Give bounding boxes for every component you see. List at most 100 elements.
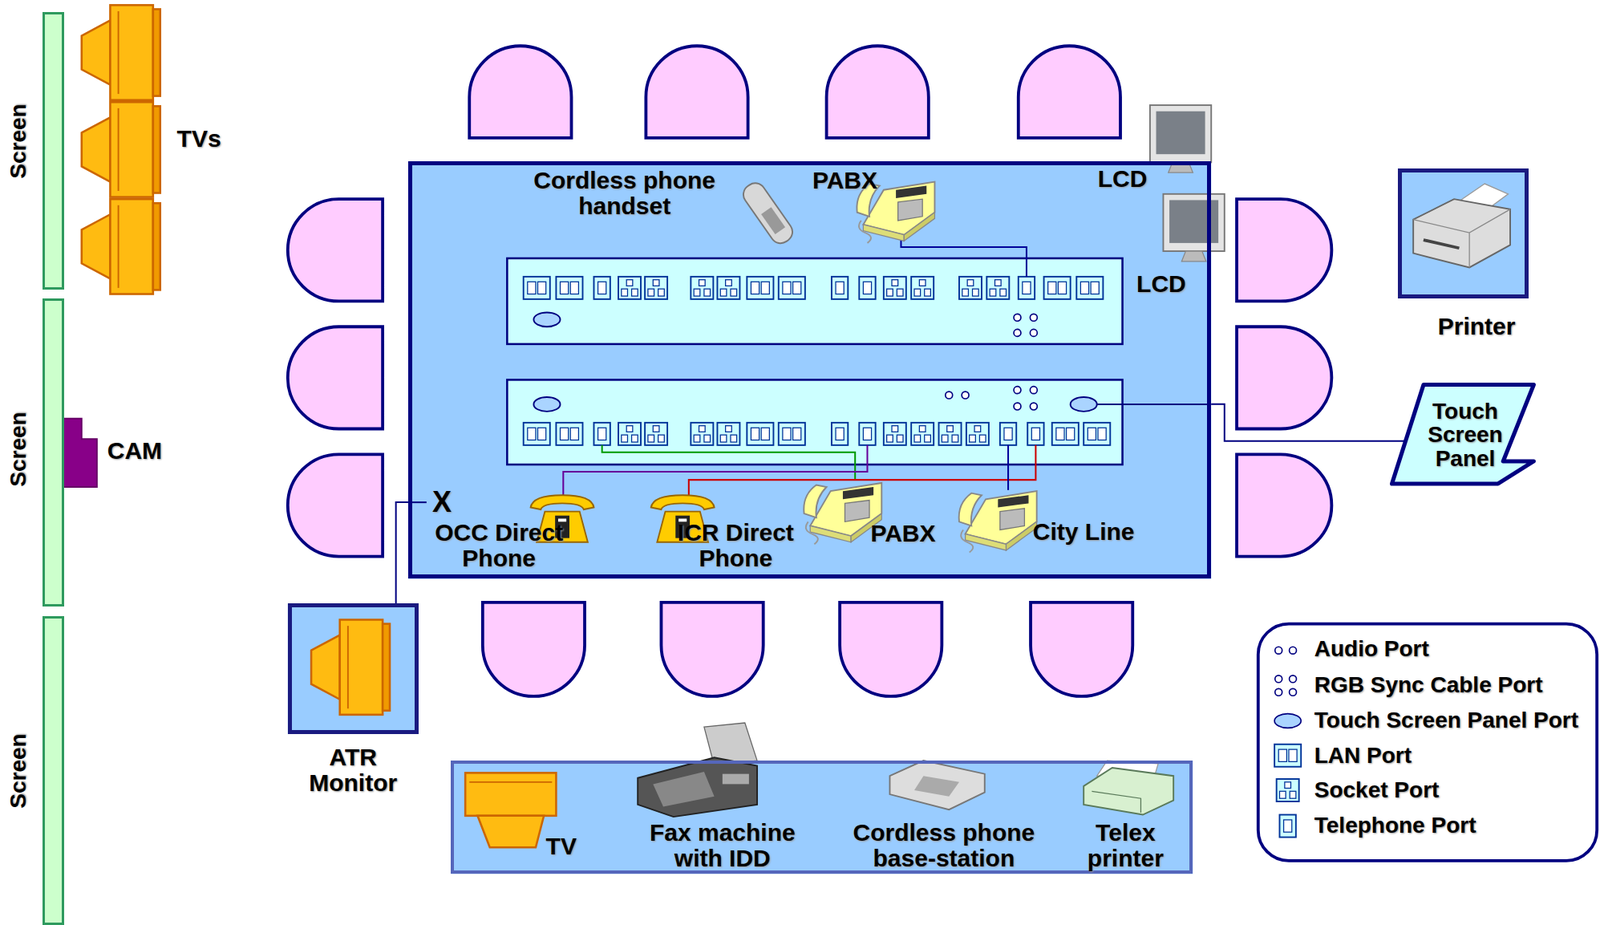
port-row	[746, 422, 774, 446]
atr-box-fill	[287, 603, 419, 734]
chair	[287, 453, 383, 556]
port-row	[618, 422, 641, 446]
chair	[1236, 198, 1332, 301]
node-label: Cordless phone base-station	[835, 819, 1053, 871]
node-label: X	[432, 486, 452, 518]
room-illustration	[81, 101, 161, 197]
fax-icon	[652, 771, 714, 807]
jack-dots	[1029, 386, 1037, 394]
phone-wire	[1097, 403, 1212, 406]
legend-symbol	[1275, 646, 1283, 654]
node-label: PABX	[812, 167, 878, 194]
phone-wire	[602, 445, 856, 480]
side-table: TVFax machine with IDDCordless phone bas…	[450, 760, 1193, 874]
legend-symbol	[1289, 675, 1297, 683]
telex-printer-icon	[1083, 760, 1174, 815]
room-illustration	[1274, 744, 1301, 767]
port-row	[1018, 276, 1035, 300]
chair	[1236, 326, 1332, 429]
port-row	[831, 276, 848, 300]
node-label: OCC Direct Phone	[414, 519, 584, 571]
port-row	[593, 276, 610, 300]
printer-icon	[1413, 209, 1511, 233]
phone-wire	[900, 232, 1026, 277]
port-row	[966, 422, 989, 446]
jack-dots	[945, 391, 953, 399]
port-row	[690, 422, 713, 446]
printer-icon	[1413, 183, 1511, 268]
printer-icon	[1469, 232, 1471, 268]
port-row	[618, 276, 641, 300]
side-table-fill	[450, 760, 1193, 874]
node-label: TV	[546, 833, 577, 859]
cordless-handset-icon	[739, 178, 797, 248]
printer-box-fill	[1397, 168, 1529, 299]
port-row	[911, 422, 934, 446]
chair	[287, 198, 383, 301]
port-row	[1052, 422, 1079, 446]
port-row	[1083, 422, 1110, 446]
cordless-base-icon	[914, 775, 960, 796]
side-tv-icon	[477, 815, 544, 847]
port-row	[746, 276, 774, 300]
node-label: Screen	[6, 733, 30, 808]
jack-dots	[1013, 386, 1021, 394]
screen-band: Screen	[42, 298, 65, 607]
node-label: Touch Screen Panel	[1427, 399, 1503, 470]
port-row	[555, 422, 583, 446]
touch-port	[533, 396, 560, 412]
port-row	[858, 276, 875, 300]
chair	[287, 326, 383, 429]
table-surface	[408, 161, 1212, 580]
touch-port	[533, 311, 1097, 411]
room-illustration	[959, 490, 1037, 552]
legend-symbol	[1274, 646, 1301, 728]
room-illustration	[1279, 814, 1296, 838]
jack-dots	[1029, 313, 1037, 321]
legend-symbol	[1289, 646, 1297, 654]
callout-label: LCD	[1097, 166, 1148, 192]
jack-dots	[945, 313, 1038, 410]
cordless-handset-icon	[739, 178, 797, 248]
room-illustration	[81, 4, 161, 100]
cordless-base-icon	[889, 760, 985, 810]
node-label: ATR Monitor	[308, 744, 397, 795]
legend-label: RGB Sync Cable Port	[1314, 672, 1544, 698]
screen-band: Screen	[42, 615, 65, 924]
atr-monitor-box: ATR Monitor	[287, 603, 419, 734]
phone-wire	[1007, 445, 1009, 491]
jack-dots	[1029, 328, 1037, 337]
side-tv-icon	[469, 781, 552, 783]
chair	[826, 45, 929, 138]
port-row	[959, 276, 982, 300]
chair	[287, 45, 1333, 697]
port-row	[939, 422, 962, 446]
jack-dots	[1013, 328, 1021, 337]
telex-printer-icon	[1091, 790, 1141, 813]
port-panel	[506, 258, 1123, 345]
telex-printer-icon	[1083, 767, 1174, 815]
port-row	[644, 422, 668, 446]
jack-dots	[1013, 402, 1021, 410]
node-label: Screen	[6, 103, 30, 179]
jack-dots	[1013, 313, 1021, 321]
conference-table: Cordless phone handsetPABXXOCC Direct Ph…	[408, 161, 1212, 579]
node-label: ICR Direct Phone	[651, 519, 820, 571]
node-label: Telex printer	[1087, 819, 1164, 871]
callout-label: CAM	[107, 438, 163, 465]
side-tv-icon	[465, 772, 556, 847]
room-illustration	[1276, 778, 1300, 802]
port-row	[555, 276, 583, 300]
node-label: Printer	[1437, 313, 1516, 340]
legend-label: Touch Screen Panel Port	[1314, 707, 1579, 734]
node-label: PABX	[870, 521, 936, 547]
jack-dots	[961, 391, 969, 399]
port-row	[716, 422, 740, 446]
legend-symbol	[1289, 688, 1297, 696]
port-row	[778, 276, 806, 300]
legend-label: LAN Port	[1314, 742, 1412, 769]
port-row	[911, 276, 934, 300]
chair	[1236, 453, 1332, 556]
legend-label: Socket Port	[1314, 777, 1440, 803]
